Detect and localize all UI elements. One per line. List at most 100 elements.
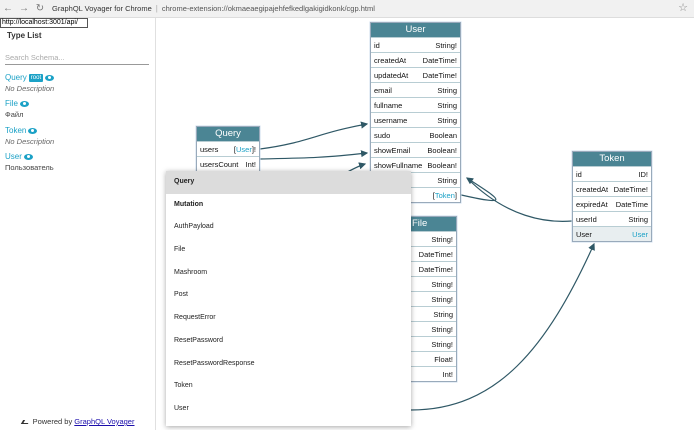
field-row[interactable]: Int! bbox=[398, 366, 456, 381]
field-name: createdAt bbox=[374, 55, 407, 65]
type-link-token[interactable]: Token bbox=[5, 126, 38, 135]
forward-icon[interactable]: → bbox=[19, 3, 29, 14]
node-title: User bbox=[371, 23, 460, 37]
type-list-title: Type List bbox=[7, 31, 42, 40]
eye-icon[interactable] bbox=[19, 100, 29, 107]
dropdown-item-query[interactable]: Query bbox=[166, 171, 411, 194]
powered-by: Powered by GraphQL Voyager bbox=[0, 417, 156, 426]
query-node[interactable]: Query users [User]! usersCount Int! bbox=[196, 126, 260, 172]
type-name[interactable]: User bbox=[5, 152, 22, 161]
eye-icon[interactable] bbox=[23, 153, 33, 160]
node-title: File bbox=[398, 217, 456, 231]
dropdown-item-user[interactable]: User bbox=[174, 404, 189, 412]
type-description: No Description bbox=[5, 84, 55, 93]
field-row[interactable]: createdAt DateTime! bbox=[371, 52, 460, 67]
field-type[interactable]: User bbox=[632, 229, 648, 239]
field-row[interactable]: Float! bbox=[398, 351, 456, 366]
field-row[interactable]: String! bbox=[398, 321, 456, 336]
type-entry-file: File Файл bbox=[5, 99, 29, 119]
title-separator: | bbox=[155, 4, 158, 13]
field-row[interactable]: [Token] bbox=[371, 187, 460, 202]
dropdown-item-mashroom[interactable]: Mashroom bbox=[174, 268, 208, 276]
field-name: users bbox=[200, 144, 219, 154]
dropdown-item-mutation[interactable]: Mutation bbox=[174, 200, 204, 208]
root-type-dropdown[interactable]: Query Mutation AuthPayload File Mashroom… bbox=[166, 171, 411, 426]
type-name[interactable]: File bbox=[5, 99, 18, 108]
field-type: String bbox=[628, 214, 648, 224]
node-title: Token bbox=[573, 152, 651, 166]
type-name[interactable]: Token bbox=[5, 126, 27, 135]
field-type: ID! bbox=[638, 169, 648, 179]
field-row[interactable]: String! bbox=[398, 291, 456, 306]
field-type: DateTime! bbox=[613, 184, 648, 194]
field-row[interactable]: users [User]! bbox=[197, 141, 259, 156]
field-name: id bbox=[576, 169, 582, 179]
reload-icon[interactable]: ↻ bbox=[35, 3, 45, 14]
dropdown-item-requesterror[interactable]: RequestError bbox=[174, 314, 216, 322]
sidebar: http://localhost:3001/api/ Type List Que… bbox=[0, 18, 156, 430]
type-link-user[interactable]: User bbox=[5, 152, 33, 161]
field-type: String! bbox=[435, 40, 457, 50]
field-row[interactable]: String! bbox=[398, 276, 456, 291]
field-type: DateTime bbox=[615, 199, 648, 209]
field-type[interactable]: User bbox=[235, 144, 252, 154]
type-link-query[interactable]: Query root bbox=[5, 73, 55, 82]
field-name: username bbox=[374, 115, 408, 125]
type-name[interactable]: Query bbox=[5, 73, 27, 82]
field-row[interactable]: String bbox=[371, 172, 460, 187]
field-name: usersCount bbox=[200, 159, 239, 169]
powered-prefix: Powered by bbox=[32, 417, 73, 426]
field-name: fullname bbox=[374, 100, 403, 110]
schema-graph[interactable]: Query users [User]! usersCount Int! User… bbox=[157, 18, 694, 430]
dropdown-item-post[interactable]: Post bbox=[174, 291, 189, 299]
field-type: Int! bbox=[442, 369, 453, 379]
field-type: Float! bbox=[434, 354, 453, 364]
field-row[interactable]: String! bbox=[398, 231, 456, 246]
field-row[interactable]: fullname String bbox=[371, 97, 460, 112]
search-input[interactable] bbox=[5, 50, 149, 65]
dropdown-item-authpayload[interactable]: AuthPayload bbox=[174, 223, 214, 231]
node-title: Query bbox=[197, 127, 259, 141]
dropdown-item-file[interactable]: File bbox=[174, 246, 186, 254]
field-type: Boolean bbox=[429, 130, 457, 140]
dropdown-item-token[interactable]: Token bbox=[174, 382, 193, 390]
root-badge: root bbox=[28, 73, 44, 82]
field-name: expiredAt bbox=[576, 199, 608, 209]
field-name: showEmail bbox=[374, 145, 411, 155]
field-type: DateTime! bbox=[422, 55, 457, 65]
field-row[interactable]: usersCount Int! bbox=[197, 156, 259, 171]
edge-mutation-token bbox=[410, 242, 595, 411]
type-entry-user: User Пользователь bbox=[5, 152, 54, 172]
field-row[interactable]: String bbox=[398, 306, 456, 321]
eye-icon[interactable] bbox=[28, 127, 38, 134]
field-row[interactable]: expiredAt DateTime bbox=[573, 196, 651, 211]
field-row[interactable]: id ID! bbox=[573, 166, 651, 181]
dropdown-item-resetpassword[interactable]: ResetPassword bbox=[174, 336, 224, 344]
field-type[interactable]: Token bbox=[434, 190, 455, 200]
address-bar[interactable]: chrome-extension://okmaeaegipajehfefkedl… bbox=[161, 4, 375, 13]
dropdown-item-resetpasswordresponse[interactable]: ResetPasswordResponse bbox=[174, 359, 255, 367]
type-entry-query: Query root No Description bbox=[5, 73, 54, 93]
back-icon[interactable]: ← bbox=[3, 3, 13, 14]
endpoint-field[interactable]: http://localhost:3001/api/ bbox=[0, 18, 88, 28]
field-row[interactable]: DateTime! bbox=[398, 246, 456, 261]
eye-icon[interactable] bbox=[45, 74, 55, 81]
edge-query-user bbox=[259, 150, 369, 160]
field-row[interactable]: String! bbox=[398, 336, 456, 351]
type-link-file[interactable]: File bbox=[5, 99, 29, 108]
bookmark-star-icon[interactable]: ☆ bbox=[678, 2, 688, 14]
field-type: String bbox=[437, 100, 457, 110]
voyager-link[interactable]: GraphQL Voyager bbox=[74, 417, 135, 426]
